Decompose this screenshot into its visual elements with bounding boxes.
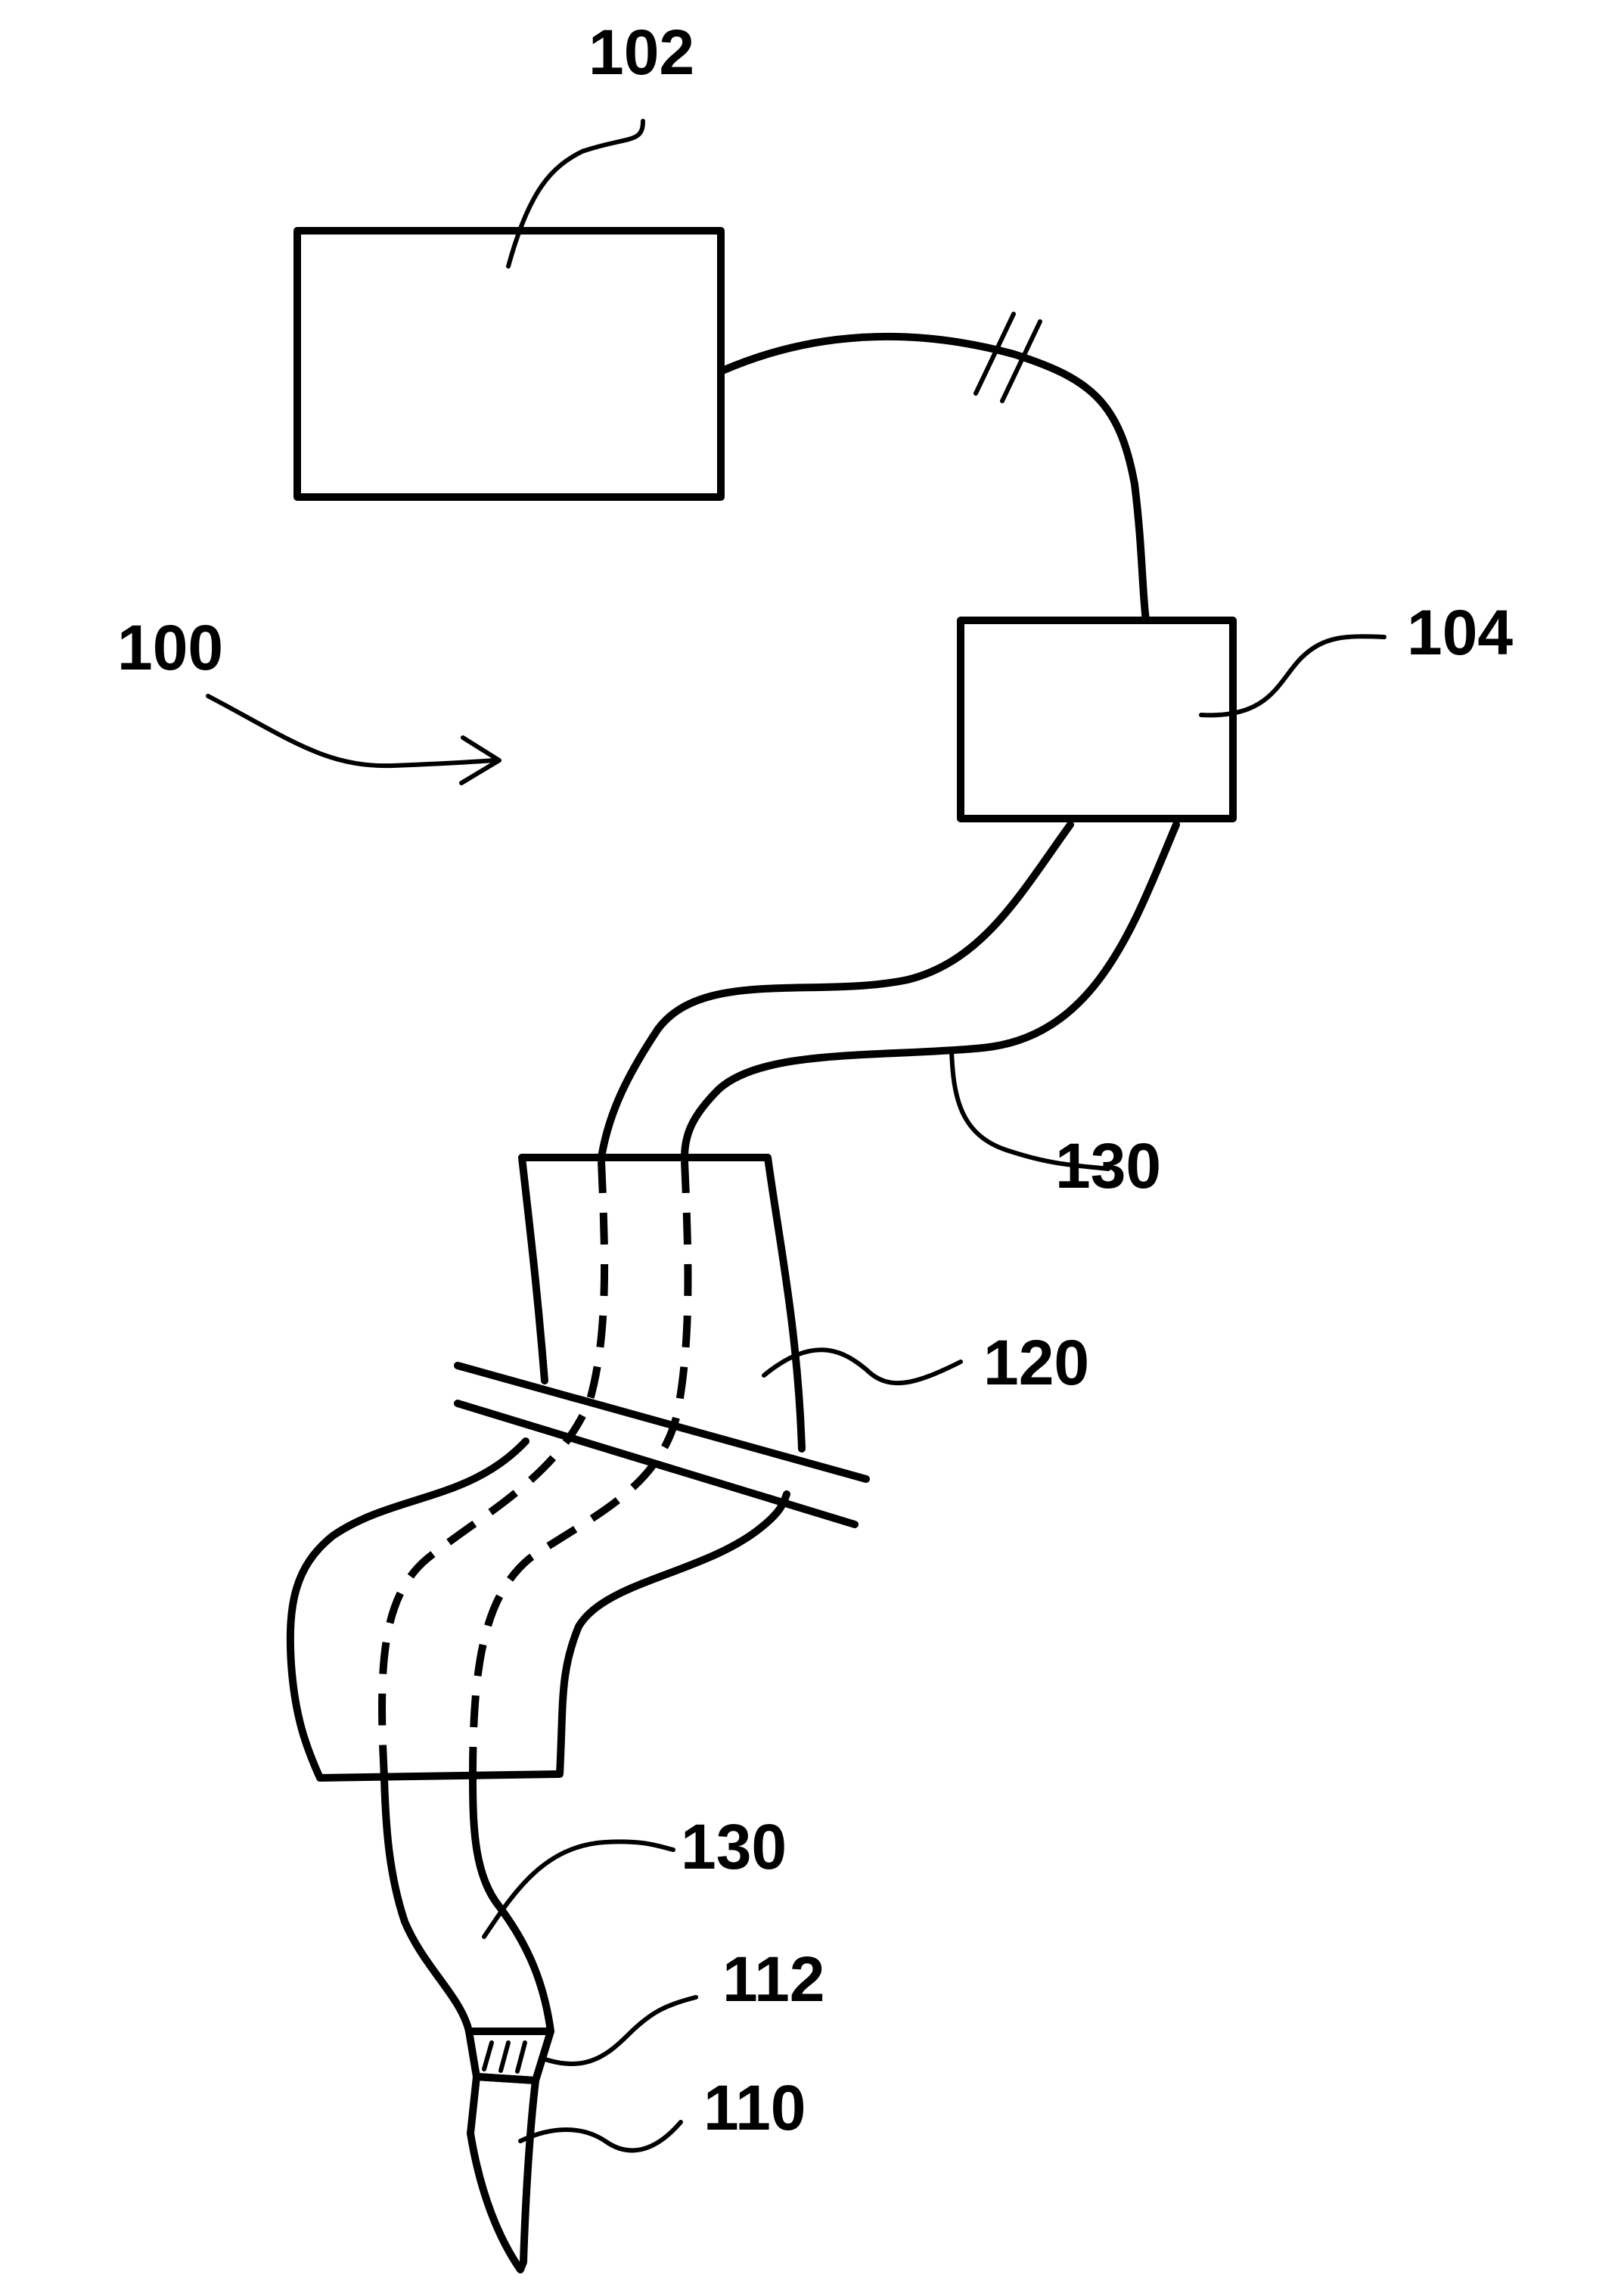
label-130-lower: 130 xyxy=(681,1811,787,1882)
leader-112 xyxy=(541,1997,696,2064)
tube-130-lower-right-edge xyxy=(473,1778,551,2031)
joint-112-hatch-2 xyxy=(501,2043,508,2071)
box-102 xyxy=(297,231,721,497)
leader-110 xyxy=(520,2122,681,2150)
joint-112 xyxy=(469,2031,551,2080)
label-112: 112 xyxy=(722,1944,825,2015)
box-104 xyxy=(961,620,1233,819)
tube-130-upper-left-edge xyxy=(601,825,1070,1158)
label-120: 120 xyxy=(983,1327,1089,1398)
label-100: 100 xyxy=(117,612,223,683)
tip-110 xyxy=(470,2077,536,2270)
tube-130-lower-left-edge xyxy=(384,1778,469,2031)
leader-104 xyxy=(1201,636,1384,715)
joint-112-hatch-3 xyxy=(517,2043,525,2071)
arrow-100-shaft xyxy=(208,696,495,766)
cable-102-104 xyxy=(722,337,1146,620)
label-102: 102 xyxy=(588,17,694,88)
joint-112-hatch-1 xyxy=(484,2043,492,2069)
leader-102 xyxy=(508,121,643,266)
label-130-upper: 130 xyxy=(1055,1130,1161,1201)
tube-inner-dashed-right xyxy=(473,1161,688,1778)
label-104: 104 xyxy=(1407,597,1513,668)
sleeve-120-upper xyxy=(522,1158,802,1449)
sleeve-120-lower xyxy=(290,1441,787,1778)
label-110: 110 xyxy=(703,2072,806,2143)
